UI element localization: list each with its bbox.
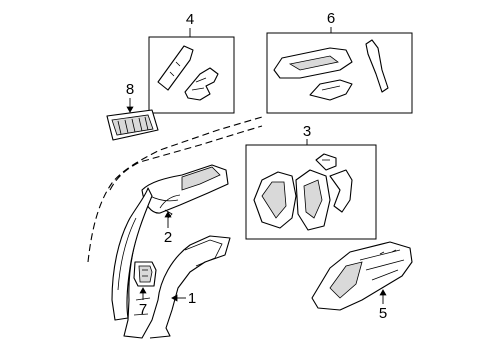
part-7-bracket bbox=[133, 261, 157, 287]
part-3-inner-panels bbox=[253, 153, 353, 231]
part-quarter-outer-pillar bbox=[111, 187, 153, 321]
group-box-3 bbox=[245, 144, 377, 240]
callout-4: 4 bbox=[186, 11, 194, 28]
part-5-rear-extension bbox=[311, 241, 413, 311]
group-box-4 bbox=[148, 36, 235, 114]
callout-1: 1 bbox=[188, 290, 196, 307]
part-6-rail-assembly bbox=[273, 39, 389, 101]
callout-3: 3 bbox=[303, 123, 311, 140]
callout-5: 5 bbox=[379, 305, 387, 322]
callout-2: 2 bbox=[164, 229, 172, 246]
callout-7: 7 bbox=[139, 301, 147, 318]
part-8-vent-grille bbox=[106, 109, 159, 141]
callout-8: 8 bbox=[126, 81, 134, 98]
callout-6: 6 bbox=[327, 10, 335, 27]
part-2-wheelhouse-upper bbox=[141, 164, 229, 219]
body-outline-dashed bbox=[87, 116, 263, 263]
part-4-upper-brackets bbox=[157, 45, 219, 101]
group-box-6 bbox=[266, 32, 413, 114]
